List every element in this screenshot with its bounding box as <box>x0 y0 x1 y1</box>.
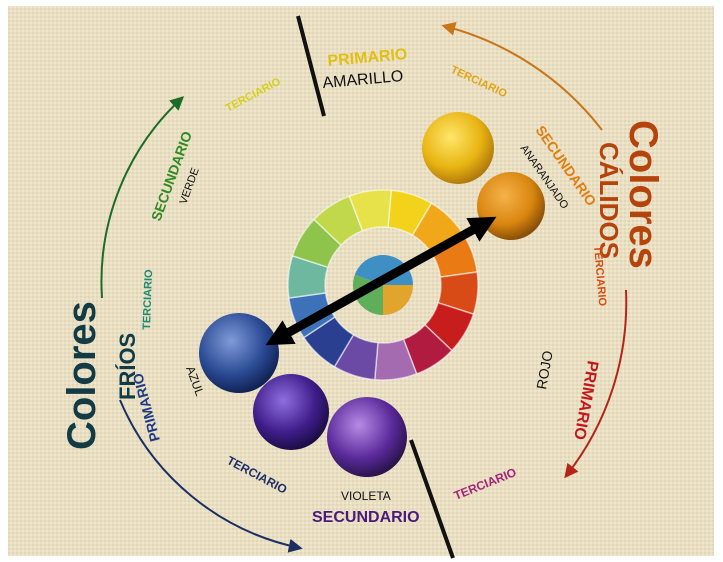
label-terciario-left: TERCIARIO <box>141 269 155 330</box>
warm-colors-subtitle: CÁLIDOS <box>594 142 624 259</box>
label-secundario-bottom: SECUNDARIO <box>312 509 420 526</box>
label-rojo: ROJO <box>533 349 556 390</box>
label-violeta: VIOLETA <box>341 489 391 503</box>
cold-colors-subtitle: FRÍOS <box>115 333 140 400</box>
orange-paint-blob <box>477 172 545 240</box>
label-amarillo: AMARILLO <box>322 68 404 92</box>
separator-bottom <box>409 439 455 559</box>
warm-colors-label: Colores <box>621 120 665 269</box>
cold-colors-label: Colores <box>60 301 104 450</box>
warm-colors-title: Colores <box>621 120 665 269</box>
arrow-warm-down <box>564 289 628 479</box>
blue-paint-blob <box>199 313 279 393</box>
violet-paint-blob <box>253 374 329 450</box>
purple-paint-blob <box>327 397 407 477</box>
separator-top <box>296 15 326 117</box>
yellow-paint-blob <box>422 112 494 184</box>
arrow-cold-down <box>119 399 303 553</box>
arrow-warm-up <box>441 21 603 131</box>
arrow-cold-up <box>100 96 185 299</box>
label-terciario-right: TERCIARIO <box>591 245 608 307</box>
complementary-double-arrow <box>265 216 497 346</box>
label-primario-top: PRIMARIO <box>327 46 408 70</box>
cold-colors-title: Colores <box>60 301 104 450</box>
